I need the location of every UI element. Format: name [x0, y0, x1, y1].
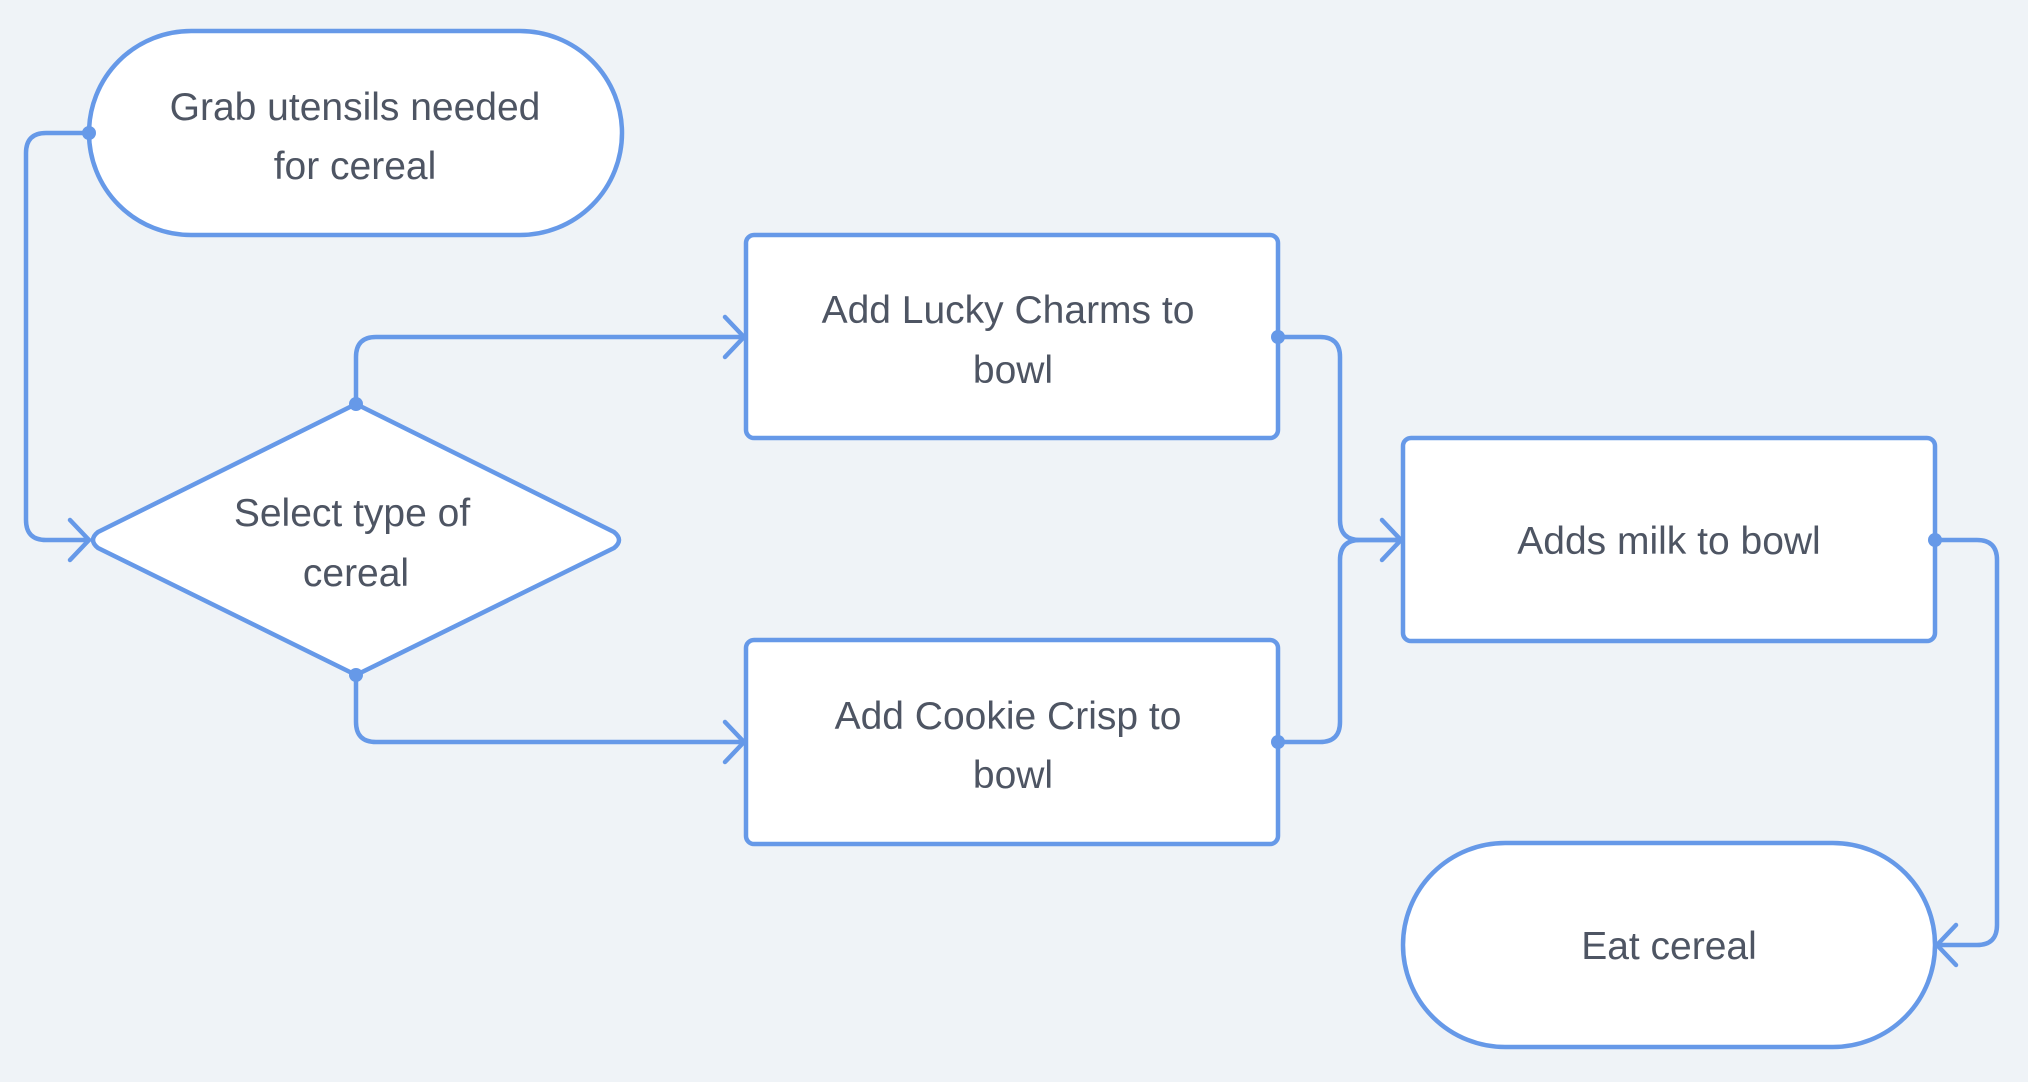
connector-dot — [349, 397, 363, 411]
node-select-label-line1: Select type of — [234, 492, 470, 535]
terminal-shape — [1400, 840, 1938, 1050]
edges — [23, 130, 2000, 968]
decision-shape — [90, 401, 622, 678]
connector-dot — [349, 668, 363, 682]
process-shape — [743, 232, 1281, 441]
node-lucky-label-line2: bowl — [973, 349, 1053, 392]
connector-dot — [82, 126, 96, 140]
node-start[interactable]: Grab utensils needed for cereal — [86, 28, 625, 238]
node-milk[interactable]: Adds milk to bowl — [1400, 435, 1938, 644]
node-start-label-line1: Grab utensils needed — [170, 86, 541, 129]
node-select-label-line2: cereal — [303, 552, 409, 595]
node-milk-label: Adds milk to bowl — [1517, 520, 1820, 563]
node-eat-label: Eat cereal — [1581, 925, 1757, 968]
node-cookie-label-line2: bowl — [973, 754, 1053, 797]
node-lucky-label-line1: Add Lucky Charms to — [822, 289, 1195, 332]
connector-dot — [1928, 533, 1942, 547]
edge-milk-to-eat — [1932, 537, 2000, 948]
connector-dot — [1271, 330, 1285, 344]
edge-select-to-cookie — [353, 672, 747, 745]
node-eat[interactable]: Eat cereal — [1400, 840, 1938, 1050]
edge-start-to-select-arrowhead — [67, 517, 92, 563]
node-cookie[interactable]: Add Cookie Crisp to bowl — [743, 637, 1281, 847]
connector-dot — [1271, 735, 1285, 749]
node-cookie-label-line1: Add Cookie Crisp to — [835, 695, 1182, 738]
terminal-shape — [86, 28, 625, 238]
edge-lucky-to-milk — [1275, 334, 1404, 543]
node-start-label-line2: for cereal — [274, 145, 437, 188]
process-shape — [743, 637, 1281, 847]
node-lucky[interactable]: Add Lucky Charms to bowl — [743, 232, 1281, 441]
edge-select-to-lucky — [353, 334, 747, 407]
node-select[interactable]: Select type of cereal — [90, 401, 622, 678]
edge-cookie-to-milk — [1275, 537, 1404, 745]
connection-dots — [82, 126, 1942, 749]
edge-start-to-select — [23, 130, 92, 543]
